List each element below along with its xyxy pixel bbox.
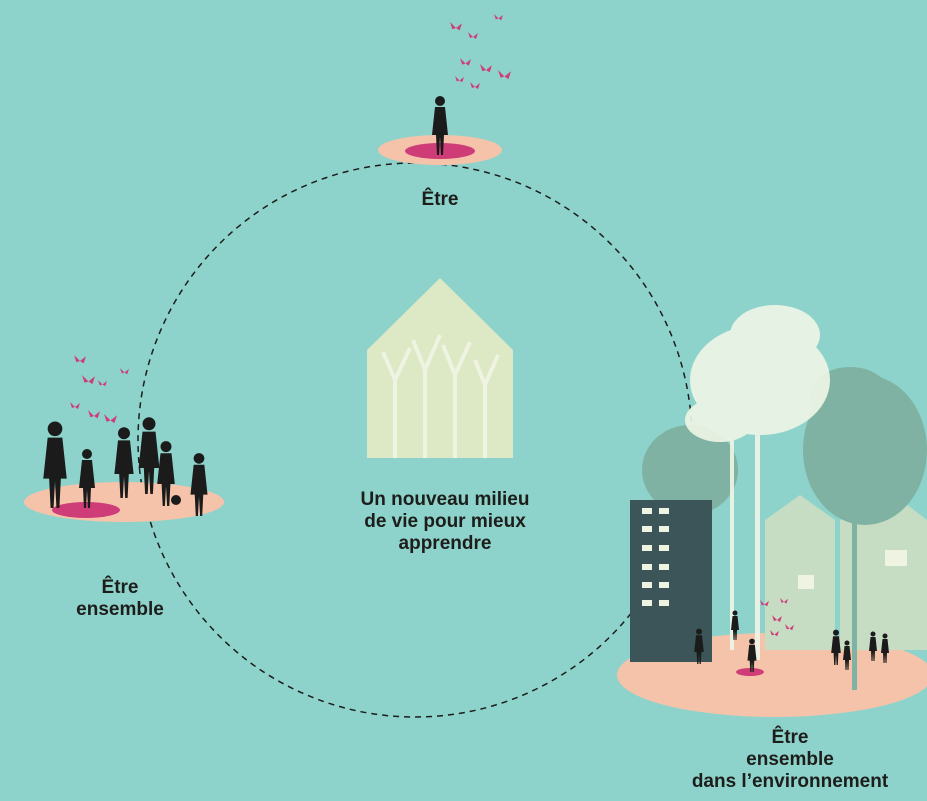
label-left: Être ensemble <box>50 577 190 621</box>
label-top: Être <box>380 189 500 211</box>
house-with-trees-icon <box>367 278 513 458</box>
label-right-line-1: Être <box>771 727 809 748</box>
neighbourhood-icon <box>617 305 927 717</box>
label-left-line-2: ensemble <box>76 599 164 620</box>
label-right-line-3: dans l’environnement <box>691 771 889 792</box>
label-right: Être ensemble dans l’environnement <box>660 727 920 793</box>
label-right-line-2: ensemble <box>746 749 834 770</box>
group-of-people-icon <box>24 355 224 522</box>
label-center-line-3: apprendre <box>398 533 492 554</box>
label-left-line-1: Être <box>101 577 139 598</box>
label-center: Un nouveau milieu de vie pour mieux appr… <box>320 489 570 555</box>
person-with-butterflies-icon <box>378 14 511 165</box>
label-center-line-2: de vie pour mieux <box>364 511 526 532</box>
label-top-line: Être <box>421 189 459 210</box>
label-center-line-1: Un nouveau milieu <box>360 489 530 510</box>
